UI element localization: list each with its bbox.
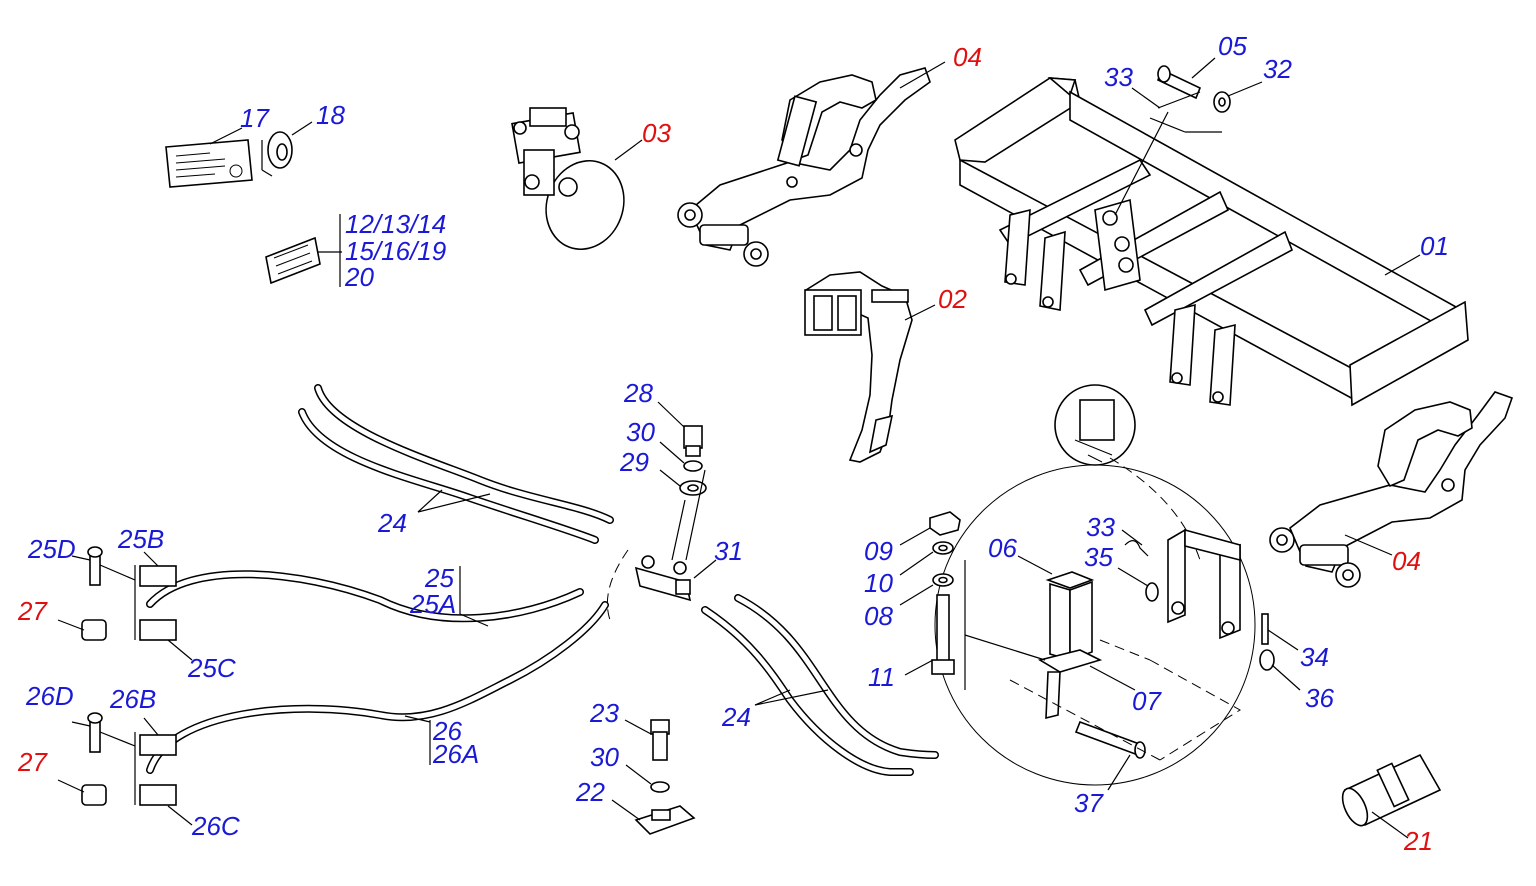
label-25A: 25A — [409, 589, 456, 619]
label-26: 26 — [432, 716, 462, 746]
label-26D: 26D — [25, 681, 74, 711]
part-frame-detail-brackets — [1167, 528, 1241, 640]
part-06-bracket — [1017, 555, 1136, 720]
label-28: 28 — [623, 378, 653, 408]
part-labels: 01 02 03 04 04 05 06 07 08 09 10 11 12/1… — [17, 31, 1449, 856]
part-31-valve-block — [606, 549, 717, 621]
label-37: 37 — [1074, 788, 1104, 818]
label-34: 34 — [1300, 642, 1329, 672]
part-18-rivet — [261, 121, 313, 177]
label-06: 06 — [988, 533, 1017, 563]
hydraulic-hoses — [146, 384, 939, 776]
assembly-leader-lines — [1114, 111, 1222, 216]
label-05: 05 — [1218, 31, 1247, 61]
detail-inset — [934, 384, 1256, 786]
part-21-pto-cover — [1341, 753, 1442, 839]
label-32: 32 — [1263, 54, 1292, 84]
label-09: 09 — [864, 536, 893, 566]
label-25D: 25D — [27, 534, 76, 564]
part-03-disc-assembly — [511, 107, 643, 251]
part-01-main-frame — [954, 77, 1469, 407]
part-09-nut — [899, 511, 961, 546]
label-08: 08 — [864, 601, 893, 631]
label-26C: 26C — [191, 811, 240, 841]
label-24-upper: 24 — [377, 508, 407, 538]
label-36: 36 — [1305, 683, 1334, 713]
part-22-clamp — [611, 799, 696, 835]
label-20: 20 — [344, 262, 374, 292]
part-08-spacer — [899, 573, 954, 606]
part-33-clip — [1121, 529, 1149, 557]
part-10-washer — [899, 541, 954, 576]
coupler-set-26 — [57, 712, 193, 826]
label-21: 21 — [1403, 826, 1433, 856]
label-25C: 25C — [187, 653, 236, 683]
label-02: 02 — [938, 284, 967, 314]
part-35-washer — [1117, 567, 1159, 602]
label-22: 22 — [575, 777, 605, 807]
label-30-lower: 30 — [590, 742, 619, 772]
label-23: 23 — [589, 698, 619, 728]
label-12-13-14: 12/13/14 — [345, 209, 446, 239]
part-36-washer — [1259, 649, 1301, 691]
label-27-lower: 27 — [17, 747, 48, 777]
label-04-upper: 04 — [953, 42, 982, 72]
label-30-upper: 30 — [626, 417, 655, 447]
label-03: 03 — [642, 118, 671, 148]
part-34-pin — [1261, 613, 1299, 651]
label-10: 10 — [864, 568, 893, 598]
part-04-arm-lower — [1269, 391, 1514, 588]
part-02-subsoiler-shank — [804, 271, 936, 463]
part-29-washer — [659, 469, 707, 561]
label-25B: 25B — [117, 524, 164, 554]
label-27-upper: 27 — [17, 596, 48, 626]
label-01: 01 — [1420, 231, 1449, 261]
part-04-arm-upper — [677, 61, 946, 267]
part-17-identification-plate — [165, 127, 253, 188]
label-35: 35 — [1084, 542, 1113, 572]
label-15-16-19: 15/16/19 — [345, 236, 446, 266]
label-04-lower: 04 — [1392, 546, 1421, 576]
detail-dashed-lines — [964, 560, 1241, 761]
label-26B: 26B — [109, 684, 156, 714]
part-30-washer-lower — [625, 764, 670, 793]
label-24-lower: 24 — [721, 702, 751, 732]
part-28-bolt — [657, 401, 703, 457]
part-32-washer — [1213, 81, 1263, 113]
label-18: 18 — [316, 100, 345, 130]
part-33-lynch-pin — [1131, 87, 1201, 109]
label-29: 29 — [619, 447, 649, 477]
part-05-pin — [1156, 57, 1216, 100]
label-31: 31 — [714, 536, 743, 566]
part-37-pin — [1074, 720, 1146, 791]
label-26A: 26A — [432, 739, 479, 769]
label-25: 25 — [424, 563, 454, 593]
decal-sticker — [265, 214, 342, 287]
part-11-bolt — [904, 594, 955, 676]
label-11: 11 — [868, 662, 895, 692]
label-33-upper: 33 — [1104, 62, 1133, 92]
label-17: 17 — [240, 103, 270, 133]
label-33-lower: 33 — [1086, 512, 1115, 542]
coupler-set-25 — [57, 546, 193, 661]
part-23-bolt — [624, 719, 670, 761]
label-07: 07 — [1132, 686, 1162, 716]
part-30-washer-upper — [659, 441, 703, 472]
